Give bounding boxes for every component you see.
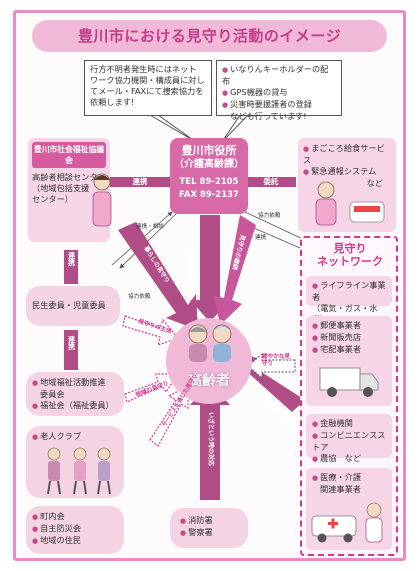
services-line: まごころ給食サービス bbox=[303, 143, 391, 166]
network-business: 郵便事業者 新聞販売店 宅配事業者 bbox=[306, 316, 392, 406]
services-line: 緊急通報システム bbox=[303, 166, 391, 178]
renkei-label-right: 連携 bbox=[255, 235, 267, 241]
welfare-council-line: センター） bbox=[32, 194, 73, 204]
renkei-vertical-1-text: 連携 bbox=[67, 252, 76, 266]
city-hall-tel: TEL 89-2105 bbox=[179, 177, 239, 187]
welfare-council-header: 豊川市社会福祉協議会 bbox=[32, 142, 106, 168]
renkei-sodan-label: 連携・相談 bbox=[136, 224, 164, 230]
roujin-club-label: 老人クラブ bbox=[32, 431, 118, 443]
network-title-line: 見守り bbox=[333, 242, 367, 255]
fire-police-line: 警察署 bbox=[180, 527, 238, 539]
callout-services-offered: いなりんキーホルダーの配布 GPS機器の貸与 災害時要援護者の登録 なども行って… bbox=[216, 60, 342, 121]
arrow-bottom-to-elder bbox=[190, 383, 230, 500]
city-hall-name: 豊川市役所 bbox=[181, 144, 237, 157]
renkei-vertical-2-text: 連携 bbox=[67, 336, 76, 350]
callout-search-request: 行方不明者発生時にはネット ワーク協力機関・構成員に対し てメール・FAXにて捜… bbox=[84, 60, 212, 116]
elderly-walkers-illustration bbox=[47, 447, 111, 495]
network-medical-line: 医療・介護 bbox=[312, 472, 386, 484]
arrow-city-to-elder bbox=[190, 215, 230, 322]
welfare-minsei-connector bbox=[64, 250, 78, 284]
chiiki-fukushi-line: 委員会 bbox=[40, 389, 65, 399]
chonai-line: 地域の住民 bbox=[32, 535, 118, 547]
network-finance-line: コンビニエンスストア bbox=[312, 430, 386, 453]
chiiki-fukushi-line: 福祉会（福祉委員） bbox=[32, 400, 118, 412]
chiiki-fukushi-line: 地域福祉活動推進 bbox=[32, 377, 118, 389]
callout-left-line: ワーク協力機関・構成員に対し bbox=[90, 75, 205, 85]
arrow-minsei-to-elder bbox=[122, 315, 180, 346]
network-business-line: 新聞販売店 bbox=[312, 332, 386, 344]
delivery-truck-illustration bbox=[319, 367, 379, 397]
city-minsei-line bbox=[119, 211, 179, 269]
senmon-label: 専門的な見守り bbox=[186, 250, 194, 296]
city-network-line-1 bbox=[244, 211, 306, 241]
elder-couple-illustration bbox=[188, 324, 232, 362]
services-box: まごころ給食サービス 緊急通報システム など bbox=[298, 138, 396, 232]
delivery-staff-illustration bbox=[315, 181, 385, 226]
callout-right-line: GPS機器の貸与 bbox=[222, 87, 336, 99]
minsei-label: 民生委員・児童委員 bbox=[32, 300, 106, 310]
care-worker-illustration bbox=[92, 173, 112, 227]
ambulance-nurse-illustration bbox=[311, 502, 383, 543]
arrow-city-to-elder-right bbox=[214, 215, 256, 325]
callout-right-line: なども行っています! bbox=[230, 111, 307, 121]
welfare-council-line: 高齢者相談センター bbox=[32, 172, 106, 182]
minsei-box: 民生委員・児童委員 bbox=[26, 286, 120, 326]
callout-left-line: 行方不明者発生時にはネット bbox=[90, 64, 197, 74]
kyoryoku-irai-label-2: 協力依頼 bbox=[128, 294, 151, 300]
callout-left-line: 依頼します! bbox=[90, 97, 135, 107]
network-business-line: 宅配事業者 bbox=[312, 344, 386, 356]
elder-circle bbox=[166, 318, 252, 404]
chiiki-fukushi-box: 地域福祉活動推進 委員会 福祉会（福祉委員） bbox=[26, 372, 124, 416]
fire-police-box: 消防署 警察署 bbox=[170, 508, 248, 548]
arrow-yuruyaka bbox=[247, 352, 296, 380]
city-hall-box: 豊川市役所 （介護高齢課） TEL 89-2105 FAX 89-2137 bbox=[170, 138, 248, 214]
city-hall-fax: FAX 89-2137 bbox=[179, 190, 239, 200]
network-title-line: ネットワーク bbox=[317, 255, 383, 268]
chonai-line: 町内会 bbox=[32, 511, 118, 523]
fire-police-line: 消防署 bbox=[180, 515, 238, 527]
network-finance-line: 金融機関 bbox=[312, 418, 386, 430]
page-title: 豊川市における見守り活動のイメージ bbox=[32, 20, 387, 52]
network-medical-line: 関連事業者 bbox=[320, 484, 361, 494]
renkei-vertical-1: 連携 bbox=[64, 252, 78, 269]
callout-left-line: てメール・FAXにて捜索協力を bbox=[90, 86, 204, 96]
services-line: など bbox=[366, 178, 383, 188]
network-lifeline: ライフライン事業者 （電気・ガス・水道） bbox=[306, 276, 392, 324]
chonai-line: 自主防災会 bbox=[32, 523, 118, 535]
network-lifeline-line: ライフライン事業者 bbox=[312, 280, 386, 303]
kyoryoku-irai-label-1: 協力依頼 bbox=[258, 213, 281, 219]
chonai-box: 町内会 自主防災会 地域の住民 bbox=[26, 506, 124, 554]
yuruyaka-label: 緩やかな見守り bbox=[262, 354, 290, 367]
arrow-welfare-to-elder bbox=[118, 222, 198, 330]
city-hall-dept: （介護高齢課） bbox=[174, 159, 244, 170]
itaku-label: 委託 bbox=[263, 177, 279, 186]
callout-right-line: いなりんキーホルダーの配布 bbox=[222, 64, 336, 87]
itsumo-label: いざという時の対応 bbox=[207, 412, 214, 467]
callout-right-line: 災害時要援護者の登録 bbox=[222, 99, 336, 111]
minsei-chiiki-connector bbox=[64, 330, 78, 370]
elder-label: 高齢者 bbox=[188, 373, 230, 389]
network-title: 見守り ネットワーク bbox=[310, 242, 390, 268]
network-finance-line: 農協 など bbox=[312, 453, 386, 465]
arrow-chiiki-to-elder bbox=[124, 373, 180, 403]
welfare-council-line: （地域包括支援 bbox=[32, 183, 90, 193]
renkei-label-left: 連携 bbox=[132, 177, 148, 186]
network-finance: 金融機関 コンビニエンスストア 農協 など bbox=[306, 414, 392, 463]
renkei-vertical-2: 連携 bbox=[64, 336, 78, 353]
network-business-line: 郵便事業者 bbox=[312, 320, 386, 332]
